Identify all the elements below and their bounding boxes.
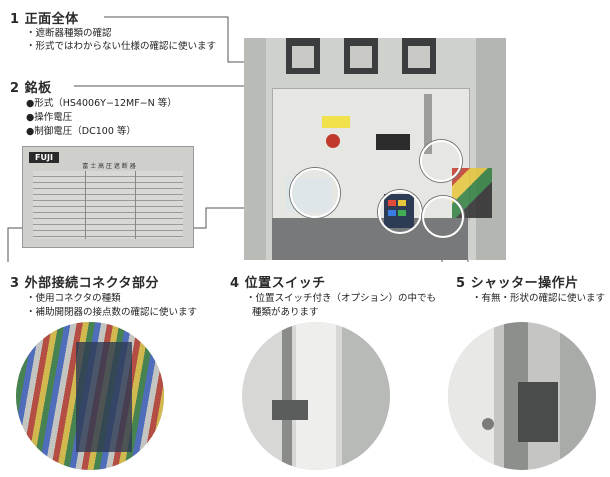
- handle: [424, 94, 432, 154]
- section-note: ●操作電圧: [26, 112, 73, 123]
- section-note: ●制御電圧（DC100 等）: [26, 126, 136, 137]
- nameplate-heading: 富 士 高 圧 遮 断 器: [82, 163, 136, 170]
- callout-ring-nameplate: [290, 168, 340, 218]
- section-note: ・使用コネクタの種類: [26, 293, 121, 304]
- position-switch-closeup-photo: [242, 322, 390, 470]
- section-title-connector: 3 外部接続コネクタ部分: [10, 276, 160, 291]
- nameplate-photo: FUJI 富 士 高 圧 遮 断 器: [22, 146, 194, 248]
- section-note: ・補助開閉器の接点数の確認に使います: [26, 307, 198, 318]
- section-note: ・位置スイッチ付き（オプション）の中でも: [246, 293, 437, 304]
- callout-ring-position: [422, 196, 464, 238]
- nameplate-rating-table: [33, 171, 183, 239]
- brand-logo: FUJI: [29, 152, 59, 163]
- callout-ring-connector: [378, 190, 422, 234]
- section-title-front: 1 正面全体: [10, 12, 79, 27]
- warning-label: [322, 116, 350, 128]
- front-view-photo: [244, 38, 506, 260]
- section-note: 種類があります: [252, 307, 319, 318]
- section-title-shutter: 5 シャッター操作片: [456, 276, 579, 291]
- indicator-lamp: [326, 134, 340, 148]
- callout-ring-shutter: [420, 140, 462, 182]
- section-note: ・形式ではわからない仕様の確認に使います: [26, 41, 217, 52]
- section-note: ●形式（HS4006Y−12MF−N 等）: [26, 98, 177, 109]
- shutter-closeup-photo: [448, 322, 596, 470]
- section-title-nameplate: 2 銘板: [10, 81, 52, 96]
- counter-window: [376, 134, 410, 150]
- section-note: ・有無・形状の確認に使います: [472, 293, 606, 304]
- connector-closeup-photo: [16, 322, 164, 470]
- section-note: ・遮断器種類の確認: [26, 28, 112, 39]
- section-title-position: 4 位置スイッチ: [230, 276, 326, 291]
